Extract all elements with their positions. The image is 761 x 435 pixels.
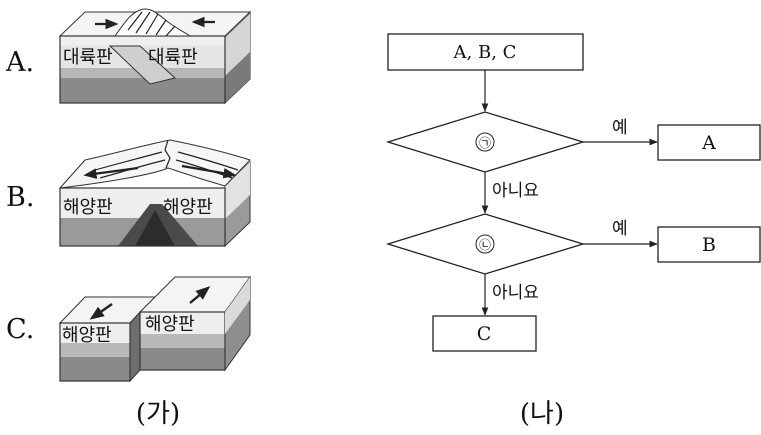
block-b: B. 해양판 해양판: [6, 139, 251, 248]
row-label-a: A.: [5, 47, 34, 78]
block-b-top: [58, 139, 251, 189]
caption-ga: (가): [136, 399, 180, 429]
output-box-b: [657, 226, 761, 263]
output-b-text: B: [702, 234, 716, 256]
plate-label-c1: 해양판: [62, 325, 112, 346]
block-a: A. 대륙판 대륙판: [5, 8, 252, 105]
plate-label-a2: 대륙판: [148, 47, 198, 68]
panel-ga: A. 대륙판 대륙판 B.: [5, 8, 252, 429]
yes-label-1: 예: [612, 118, 628, 138]
output-c-text: C: [477, 323, 492, 345]
row-label-b: B.: [6, 182, 34, 213]
arrow-right-icon-b: [181, 164, 237, 179]
arrow-down-left-icon: [89, 303, 113, 320]
arrow-up-right-icon: [189, 286, 211, 304]
decision-1-text: ㉠: [479, 136, 491, 150]
no-label-2: 아니요: [492, 283, 539, 303]
plate-label-c2: 해양판: [145, 314, 195, 335]
plate-label-b1: 해양판: [63, 197, 113, 218]
plate-label-b2: 해양판: [163, 197, 213, 218]
plate-label-a1: 대륙판: [63, 47, 113, 68]
decision-2-text: ㉡: [479, 238, 491, 252]
block-c: C. 해양판 해양판: [6, 275, 251, 383]
caption-na: (나): [520, 399, 564, 429]
start-text: A, B, C: [453, 42, 517, 63]
output-a-text: A: [701, 132, 716, 154]
output-box-a: [657, 124, 761, 161]
yes-label-2: 예: [612, 219, 628, 239]
start-box: [387, 33, 584, 71]
no-label-1: 아니요: [492, 181, 539, 201]
panel-na: A, B, C ㉠ 예 A 아니요 ㉡ 예 B 아니요 C (나): [385, 33, 761, 429]
row-label-c: C.: [6, 314, 34, 345]
arrow-left-icon-b: [83, 166, 139, 179]
output-box-c: [432, 315, 537, 352]
